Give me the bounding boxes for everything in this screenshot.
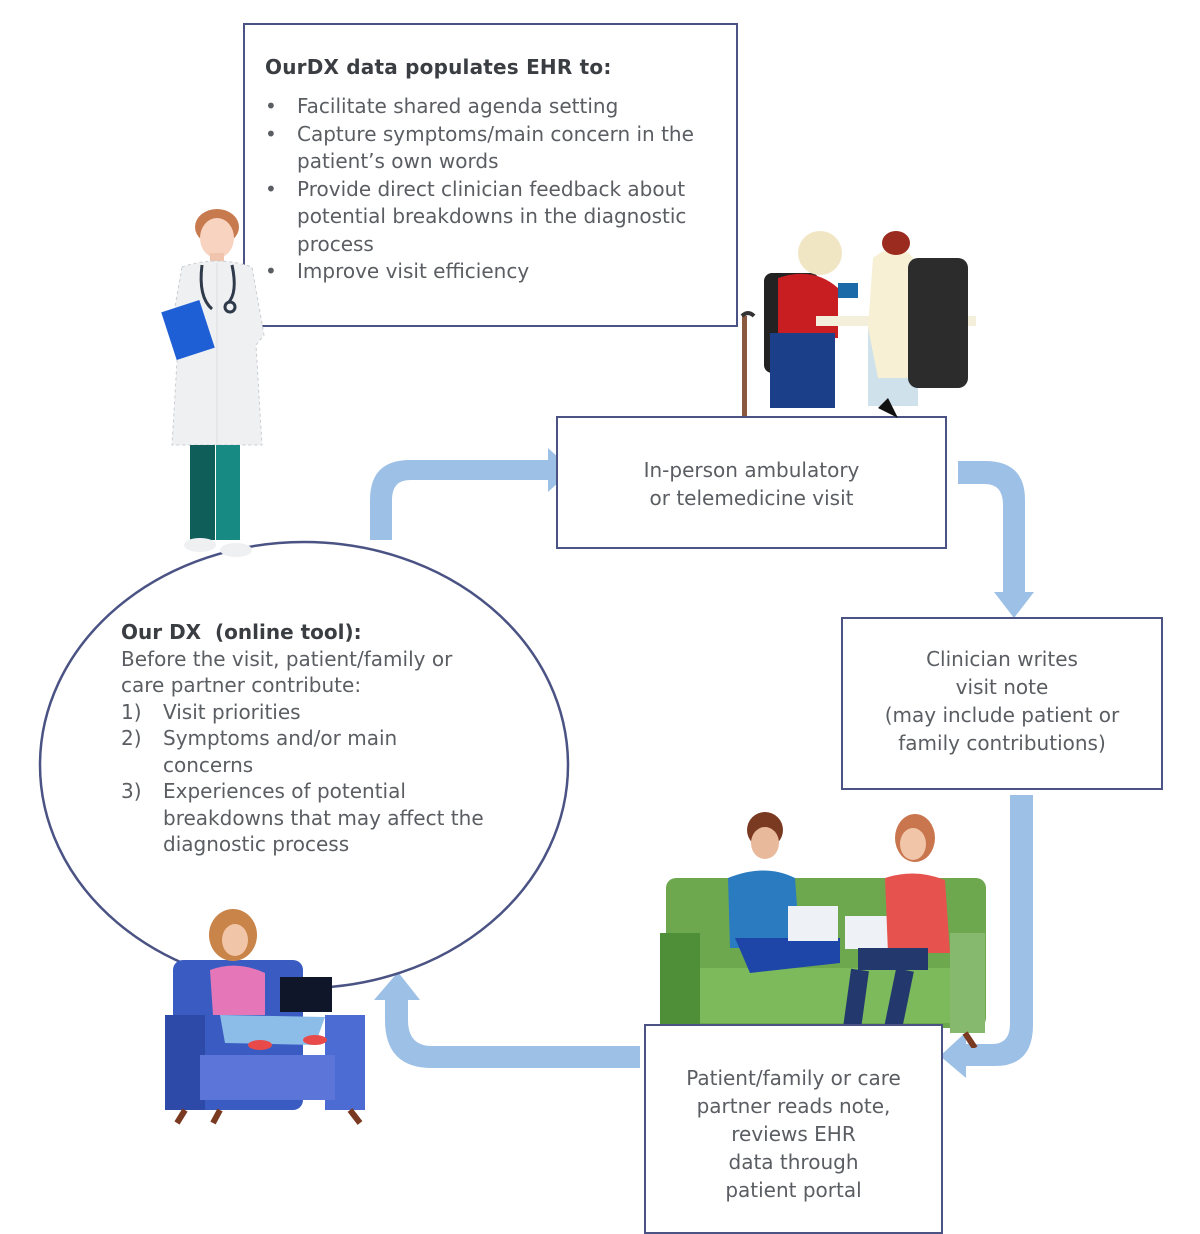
bullet-icon: • — [265, 121, 277, 146]
item-number: 2) — [121, 726, 142, 750]
item-number: 3) — [121, 779, 142, 803]
arrow-to-visit — [370, 448, 572, 540]
note-text-line: visit note — [955, 675, 1049, 699]
bullet-icon: • — [265, 259, 277, 283]
portal-text-line: patient portal — [725, 1178, 862, 1202]
ehr-purpose-list: • Facilitate shared agenda setting • Captu… — [265, 93, 718, 286]
portal-step-box: Patient/family or care partner reads not… — [644, 1024, 943, 1234]
portal-text-line: reviews EHR — [731, 1122, 856, 1146]
arrow-to-ourdx — [374, 972, 640, 1068]
ourdx-intro: Before the visit, patient/family or care… — [121, 646, 453, 698]
item-text: Facilitate shared agenda setting — [297, 94, 619, 118]
portal-text-line: partner reads note, — [696, 1094, 891, 1118]
list-item: • Improve visit efficiency — [265, 258, 718, 286]
list-item: 2) Symptoms and/or main concerns — [121, 725, 453, 778]
item-text: Improve visit efficiency — [297, 259, 530, 283]
portal-text-line: Patient/family or care — [686, 1066, 901, 1090]
note-text-line: family contributions) — [898, 731, 1106, 755]
arrow-to-note — [958, 461, 1034, 618]
portal-text-line: data through — [728, 1150, 859, 1174]
list-item: 3) Experiences of potential breakdowns th… — [121, 778, 503, 858]
item-text: Provide direct clinician feedback about … — [297, 176, 687, 256]
ourdx-description: Our DX (online tool): Before the visit, … — [121, 619, 521, 858]
item-text: Visit priorities — [163, 699, 301, 724]
ourdx-contribution-list: 1) Visit priorities 2) Symptoms and/or mai… — [121, 699, 521, 858]
arrow-to-portal — [940, 795, 1033, 1078]
visit-text-line: In-person ambulatory — [643, 458, 860, 482]
bullet-icon: • — [265, 94, 277, 118]
item-text: Experiences of potential breakdowns that… — [163, 779, 484, 856]
visit-text-line: or telemedicine visit — [649, 486, 854, 510]
visit-step-box: In-person ambulatory or telemedicine vis… — [556, 416, 947, 549]
ehr-box-title: OurDX data populates EHR to: — [265, 55, 612, 79]
list-item: 1) Visit priorities — [121, 699, 521, 726]
ourdx-title: Our DX (online tool): — [121, 620, 362, 644]
doctor-with-clipboard-illustration — [161, 209, 265, 557]
woman-on-armchair-illustration — [165, 909, 365, 1125]
list-item: • Provide direct clinician feedback about… — [265, 176, 718, 259]
list-item: • Facilitate shared agenda setting — [265, 93, 718, 121]
ehr-purpose-box: OurDX data populates EHR to: • Facilitate… — [243, 23, 738, 327]
note-text-line: (may include patient or — [884, 703, 1120, 727]
item-text: Symptoms and/or main concerns — [163, 726, 398, 777]
clinic-visit-illustration — [740, 231, 976, 418]
bullet-icon: • — [265, 176, 277, 201]
note-step-box: Clinician writes visit note (may include… — [841, 617, 1163, 790]
list-item: • Capture symptoms/main concern in the pa… — [265, 121, 718, 176]
item-text: Capture symptoms/main concern in the pat… — [297, 121, 694, 174]
note-text-line: Clinician writes — [926, 647, 1078, 671]
couple-on-sofa-illustration — [660, 812, 986, 1048]
item-number: 1) — [121, 699, 142, 724]
